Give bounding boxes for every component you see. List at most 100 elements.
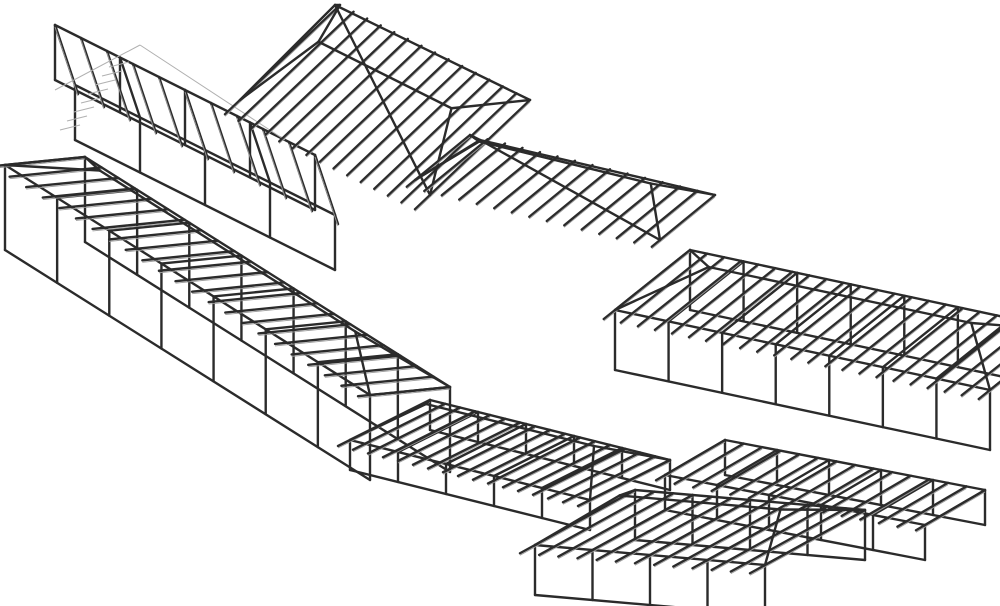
rafter (91, 218, 186, 231)
rafter-edge (897, 488, 967, 530)
rafter (250, 17, 369, 130)
rafter (305, 44, 423, 157)
rafter (396, 413, 492, 463)
rafter-edge (674, 445, 744, 487)
rafter-edge (427, 424, 521, 471)
hip-rafter (238, 3, 337, 102)
crossbeam (935, 326, 1000, 380)
rafter (877, 481, 950, 525)
rafter (636, 256, 726, 328)
rafter (576, 458, 672, 508)
rafter (157, 260, 253, 272)
rafter-edge (238, 13, 354, 124)
hip-rafter (478, 138, 662, 242)
rafter (960, 363, 1000, 397)
hip-rafter (478, 138, 717, 197)
rafter-edge (0, 158, 86, 168)
rafter (653, 259, 743, 332)
rafter (237, 10, 355, 123)
rafter-edge (397, 416, 491, 464)
rafter-edge (265, 27, 382, 137)
rafter-edge (711, 508, 827, 573)
rafter-edge (472, 435, 566, 483)
rafter-edge (442, 427, 536, 475)
rafter (486, 436, 582, 485)
rafter (821, 470, 894, 514)
rafter (803, 467, 875, 511)
rafter-edge (357, 388, 451, 399)
rafter-edge (927, 331, 1000, 391)
crossbeam (264, 320, 347, 331)
rafter-edge (412, 420, 506, 468)
rafter-edge (414, 101, 531, 212)
rafter-edge (558, 494, 674, 559)
rafter-edge (314, 156, 339, 227)
rafter (755, 281, 845, 353)
rafter (287, 140, 314, 213)
rafter (784, 463, 857, 507)
rafter-edge (158, 78, 183, 149)
rafter-edge (705, 273, 793, 344)
rafter-edge (382, 412, 476, 460)
rafter (537, 490, 656, 557)
rafter-edge (278, 33, 395, 144)
rafter-edge (785, 466, 856, 508)
rafter (909, 314, 999, 386)
rafter-edge (634, 501, 751, 566)
rafter-edge (308, 357, 401, 368)
rafter (264, 24, 382, 136)
rafter-edge (80, 39, 105, 110)
rafter-edge (275, 336, 368, 347)
hip-rafter (779, 508, 867, 512)
hip-rafter (3, 163, 101, 172)
rafter-edge (519, 491, 636, 556)
crossbeam (819, 468, 883, 507)
rafter (257, 323, 352, 335)
rafter (576, 493, 694, 560)
rafter-edge (9, 169, 102, 180)
stair-tread (73, 106, 95, 113)
rafter (670, 263, 760, 335)
rafter-edge (620, 255, 708, 325)
rafter (790, 288, 879, 361)
sill-beam (348, 468, 592, 532)
rafter-edge (292, 40, 409, 151)
ridge-beam (317, 40, 453, 110)
rafter (441, 425, 537, 474)
handrail (139, 44, 286, 141)
rafter-edge (773, 288, 861, 358)
rafter-edge (915, 491, 986, 533)
rafter-edge (730, 509, 847, 574)
stair-tread (87, 88, 109, 95)
crossbeam (316, 352, 400, 364)
rafter (710, 505, 828, 572)
rafter-edge (825, 298, 912, 369)
rafter-edge (493, 158, 558, 211)
rafter-edge (651, 196, 716, 250)
rafter-edge (546, 170, 611, 224)
rafter (561, 455, 657, 504)
rafter (235, 114, 262, 187)
rafter (174, 270, 269, 283)
hip-rafter (970, 321, 1000, 327)
rafter (729, 507, 848, 573)
rafter-edge (132, 65, 157, 136)
rafter (313, 153, 340, 226)
rafter (687, 266, 777, 339)
rafter-edge (596, 498, 712, 563)
module-top-hip-roof (223, 3, 532, 212)
hip-rafter (588, 444, 596, 502)
rafter-edge (637, 258, 725, 329)
rafter (157, 75, 184, 148)
rafter (691, 503, 809, 570)
rafter-edge (142, 252, 235, 263)
rafter (615, 185, 682, 240)
module-bottom-center-roof (336, 398, 672, 532)
rafter (224, 302, 319, 314)
rafter (74, 208, 170, 220)
rafter (841, 299, 930, 372)
rafter-edge (616, 188, 681, 241)
rafter-edge (441, 145, 506, 198)
rafter (858, 303, 947, 375)
rafter-edge (860, 480, 930, 522)
